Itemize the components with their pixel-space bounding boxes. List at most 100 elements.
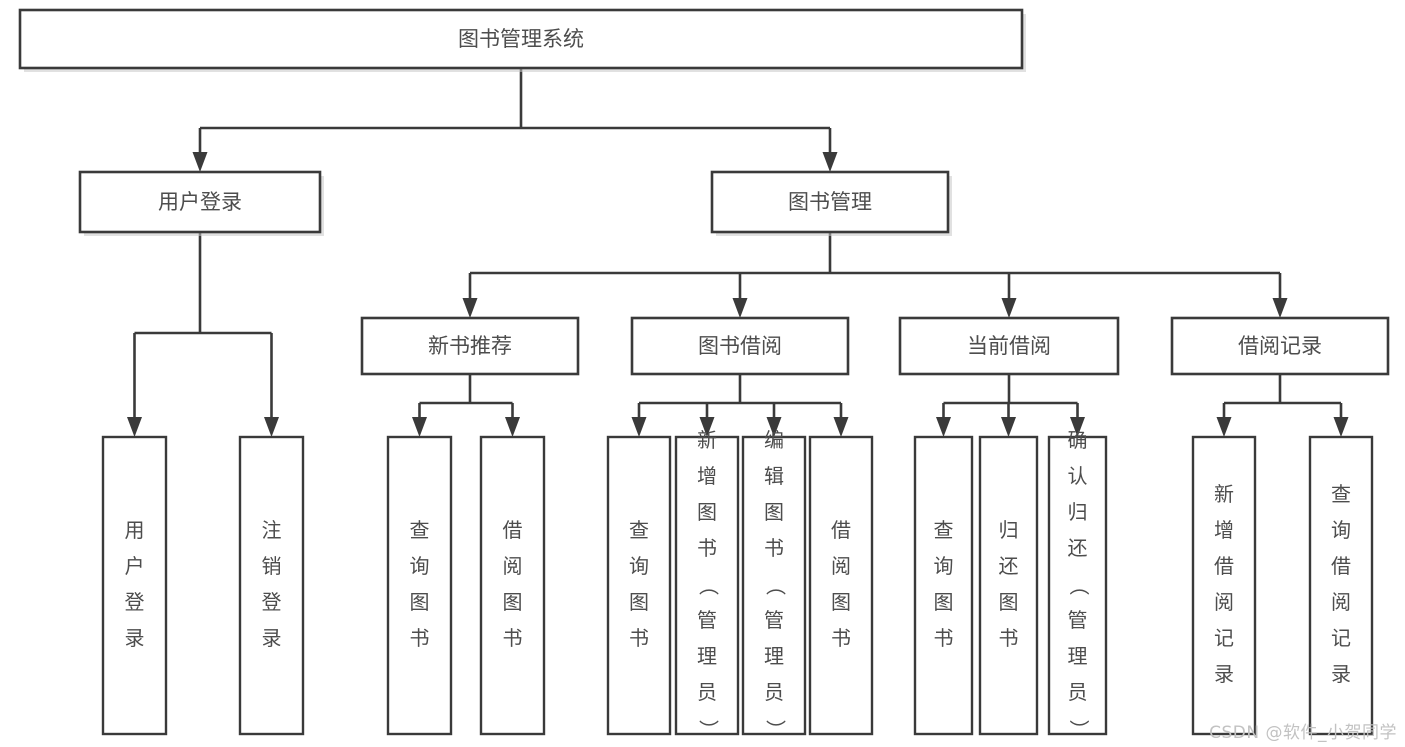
node-n_current[interactable]: 当前借阅 — [898, 316, 1120, 376]
arrowhead-n_user_login — [192, 152, 208, 172]
node-label-l_edit_book-char-8: ） — [764, 720, 788, 740]
node-n_record[interactable]: 借阅记录 — [1170, 316, 1390, 376]
node-label-l_user_login-char-1: 户 — [125, 554, 145, 578]
node-label-l_query_book_b-char-3: 书 — [629, 626, 649, 650]
node-label-l_query_record-char-5: 录 — [1331, 662, 1351, 686]
node-label-l_confirm_return-char-6: 理 — [1068, 644, 1088, 668]
node-box-n_book_mgmt[interactable] — [710, 170, 950, 234]
node-label-l_query_book_a-char-2: 图 — [410, 590, 430, 614]
node-n_user_login[interactable]: 用户登录 — [78, 170, 324, 236]
arrowhead-l_query_book_a — [412, 417, 427, 437]
arrowhead-l_add_record — [1216, 417, 1232, 437]
node-box-n_user_login[interactable] — [78, 170, 322, 234]
node-box-n_borrow[interactable] — [630, 316, 850, 376]
node-label-l_add_book-char-5: 管 — [697, 608, 717, 632]
node-l_user_login[interactable]: 用户登录 — [101, 435, 168, 736]
node-label-l_logout-char-0: 注 — [262, 518, 282, 542]
node-label-l_add_book-char-8: ） — [697, 720, 721, 740]
node-label-l_add_record-char-3: 阅 — [1214, 590, 1234, 614]
node-label-l_confirm_return-char-3: 还 — [1068, 536, 1088, 560]
arrowhead-n_new_book — [462, 298, 478, 318]
node-label-l_return_book-char-2: 图 — [999, 590, 1019, 614]
node-label-l_borrow_book_b-char-2: 图 — [831, 590, 851, 614]
node-box-l_query_book_b[interactable] — [606, 435, 672, 736]
node-box-l_borrow_book_a[interactable] — [479, 435, 546, 736]
node-label-l_logout-char-3: 录 — [262, 626, 282, 650]
node-label-l_query_book_c-char-2: 图 — [934, 590, 954, 614]
node-box-l_confirm_return[interactable] — [1047, 435, 1108, 736]
node-label-l_logout-char-2: 登 — [262, 590, 282, 614]
node-label-l_add_book-char-6: 理 — [697, 644, 717, 668]
node-box-l_borrow_book_b[interactable] — [808, 435, 874, 736]
node-label-l_query_record-char-0: 查 — [1331, 482, 1351, 506]
node-label-l_return_book-char-0: 归 — [999, 518, 1019, 542]
node-n_book_mgmt[interactable]: 图书管理 — [710, 170, 952, 236]
node-box-n_new_book[interactable] — [360, 316, 580, 376]
node-box-l_query_book_c[interactable] — [913, 435, 974, 736]
node-label-n_borrow: 图书借阅 — [698, 334, 782, 358]
node-label-l_borrow_book_b-char-0: 借 — [831, 518, 851, 542]
arrowhead-l_user_login — [127, 417, 142, 437]
node-label-l_borrow_book_a-char-0: 借 — [503, 518, 523, 542]
node-label-l_query_record-char-2: 借 — [1331, 554, 1351, 578]
node-label-l_add_record-char-5: 录 — [1214, 662, 1234, 686]
node-label-l_borrow_book_b-char-1: 阅 — [831, 554, 851, 578]
node-box-l_user_login[interactable] — [101, 435, 168, 736]
node-label-l_query_book_b-char-1: 询 — [629, 554, 649, 578]
node-n_new_book[interactable]: 新书推荐 — [360, 316, 580, 376]
node-label-l_edit_book-char-2: 图 — [764, 500, 784, 524]
node-label-l_query_record-char-3: 阅 — [1331, 590, 1351, 614]
node-label-l_add_record-char-0: 新 — [1214, 482, 1234, 506]
node-label-l_query_book_c-char-0: 查 — [934, 518, 954, 542]
node-label-l_user_login-char-2: 登 — [125, 590, 145, 614]
node-root[interactable]: 图书管理系统 — [18, 8, 1026, 72]
node-label-l_add_book-char-3: 书 — [697, 536, 717, 560]
arrowhead-n_borrow — [732, 298, 748, 318]
node-n_borrow[interactable]: 图书借阅 — [630, 316, 850, 376]
arrowhead-l_query_record — [1333, 417, 1349, 437]
node-label-l_edit_book-char-0: 编 — [764, 428, 784, 452]
node-box-l_edit_book[interactable] — [741, 435, 807, 736]
node-label-l_query_book_c-char-3: 书 — [934, 626, 954, 650]
node-box-n_current[interactable] — [898, 316, 1120, 376]
arrowhead-l_add_book — [699, 417, 715, 437]
node-box-l_logout[interactable] — [238, 435, 305, 736]
node-box-root[interactable] — [18, 8, 1024, 70]
node-label-l_add_book-char-7: 员 — [697, 680, 717, 704]
arrowhead-l_edit_book — [766, 417, 782, 437]
node-label-n_book_mgmt: 图书管理 — [788, 190, 872, 214]
node-box-l_add_record[interactable] — [1191, 435, 1257, 736]
node-label-l_add_record-char-4: 记 — [1214, 626, 1234, 650]
node-label-l_add_book-char-1: 增 — [697, 464, 717, 488]
node-label-n_current: 当前借阅 — [967, 334, 1051, 358]
node-label-l_borrow_book_b-char-3: 书 — [831, 626, 851, 650]
arrowhead-l_confirm_return — [1070, 417, 1085, 437]
node-box-l_query_record[interactable] — [1308, 435, 1374, 736]
arrowhead-l_borrow_book_a — [505, 417, 520, 437]
node-label-l_confirm_return-char-0: 确 — [1068, 428, 1088, 452]
node-box-l_query_book_a[interactable] — [386, 435, 453, 736]
node-label-l_edit_book-char-6: 理 — [764, 644, 784, 668]
node-label-l_add_record-char-2: 借 — [1214, 554, 1234, 578]
node-label-l_add_record-char-1: 增 — [1214, 518, 1234, 542]
node-box-l_add_book[interactable] — [674, 435, 740, 736]
node-box-n_record[interactable] — [1170, 316, 1390, 376]
node-label-l_confirm_return-char-8: ） — [1067, 720, 1091, 740]
node-label-l_user_login-char-0: 用 — [125, 518, 145, 542]
arrowhead-l_query_book_c — [936, 417, 951, 437]
node-box-l_return_book[interactable] — [978, 435, 1039, 736]
